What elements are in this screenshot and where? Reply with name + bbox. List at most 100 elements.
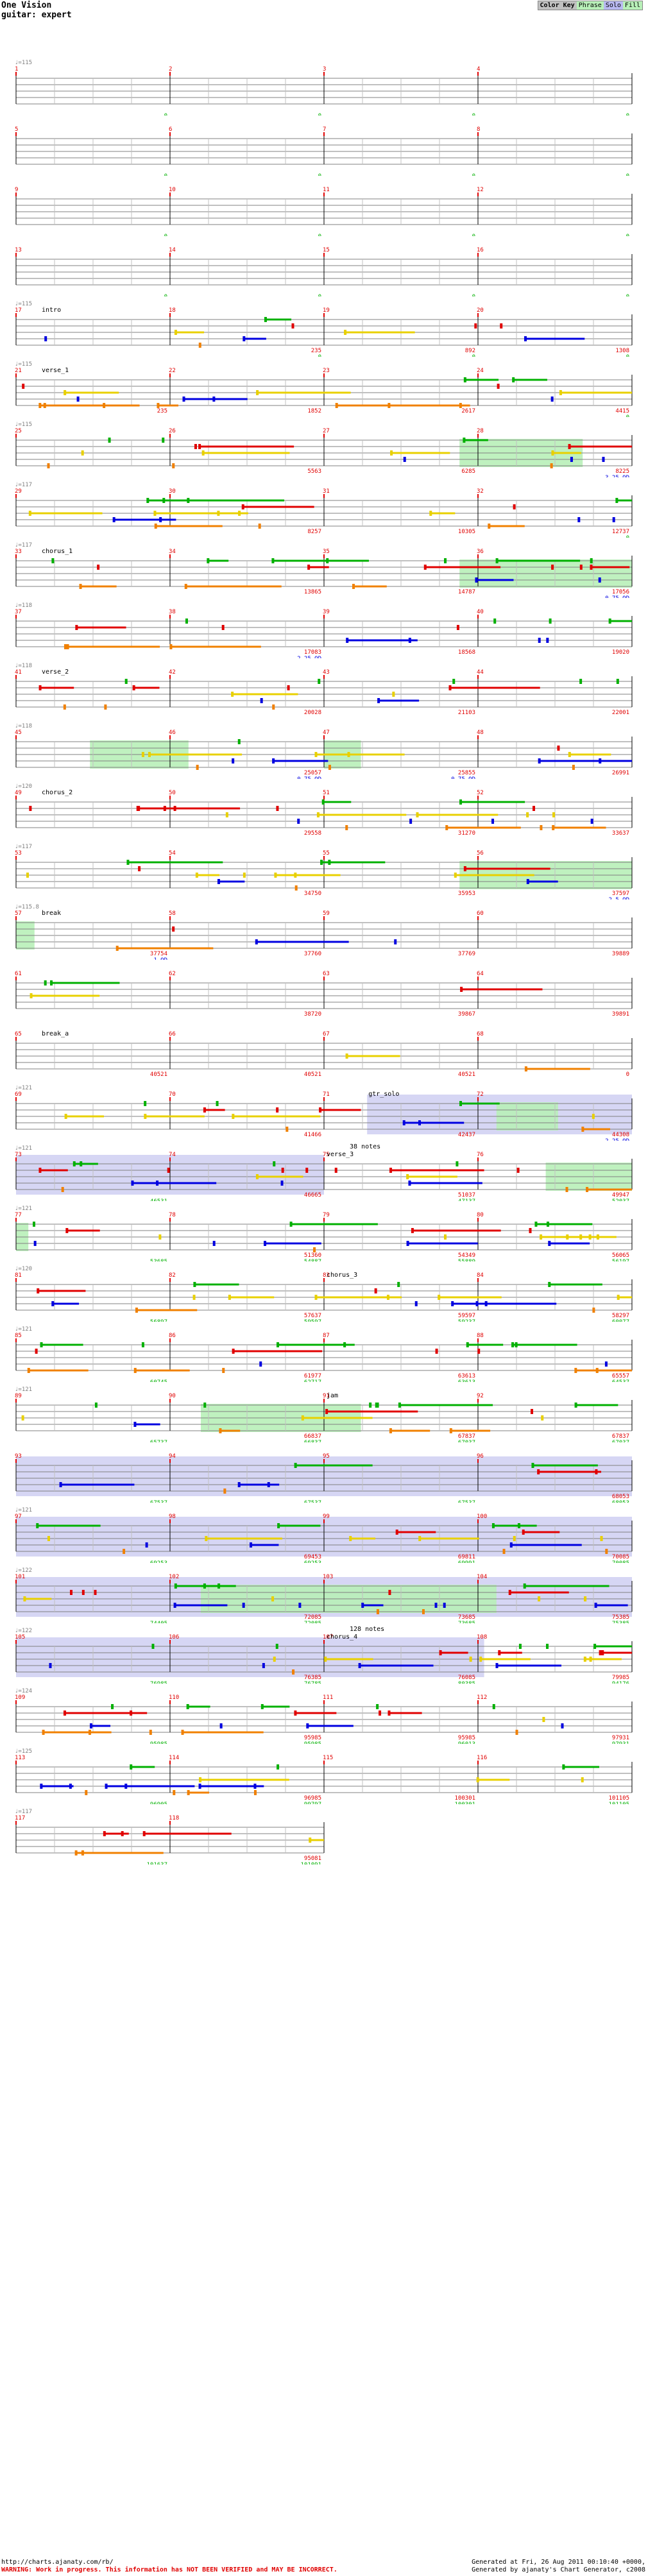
note-gem [459,799,462,805]
note-gem [243,873,246,878]
note-sustain [220,1429,241,1432]
note-gem [124,679,128,684]
note-gem [258,524,261,529]
measure-score: 66837 [304,1433,321,1440]
tempo-marker: ♩=117 [15,482,32,488]
measure-number: 78 [169,1212,176,1218]
note-sustain [24,1598,52,1600]
note-gem [273,1161,276,1166]
note-sustain [44,404,90,407]
note-gem [276,806,279,811]
note-sustain [390,1429,431,1432]
measure-number: 118 [169,1815,179,1821]
measure-number: 80 [477,1212,484,1218]
chart-row-svg: 333413865351478736170560.75 OD♩=117choru… [15,542,633,602]
measure-score: 12737 [612,529,629,535]
chart-row: 50607080 [0,105,648,180]
note-sustain [560,391,632,394]
measure-number: 97 [15,1514,22,1520]
measure-number: 77 [15,1212,22,1218]
measure-score: 235 [157,408,167,414]
note-gem [409,819,413,824]
measure-score: 61977 [304,1373,321,1379]
measure-number: 112 [477,1694,487,1701]
tempo-marker: ♩=115 [15,301,32,307]
note-gem [590,819,593,824]
measure-score: 26991 [612,770,629,776]
note-sustain [144,1832,232,1835]
note-gem [581,1127,584,1132]
measure-number: 53 [15,850,22,857]
measure-score: 6285 [461,468,475,475]
tempo-marker: ♩=120 [15,1266,32,1272]
measure-number: 25 [15,428,22,434]
measure-number: 22 [169,368,176,374]
measure-score: 22001 [612,710,629,716]
measure-score: 54349 [458,1252,475,1259]
note-sustain [128,861,223,864]
measure-number: 75 [323,1152,330,1158]
measure-score: 29558 [304,830,321,837]
measure-score: 49947 [612,1192,629,1198]
note-gem [243,336,246,341]
section-label: chorus_1 [42,548,72,555]
tempo-marker: ♩=115 [15,361,32,368]
measure-number: 63 [323,971,330,977]
note-sustain [262,1705,290,1708]
note-sustain [525,337,585,340]
note-gem [388,403,391,408]
note-gem [454,873,457,878]
tempo-marker: ♩=124 [15,1688,32,1694]
chart-row-svg: 130140150160 [15,247,633,300]
note-gem [314,1295,318,1300]
measure-score: 75385 [612,1614,629,1621]
note-gem [255,1174,259,1179]
note-sustain [41,1343,83,1346]
note-sustain [67,1229,100,1232]
tempo-marker: ♩=115 [15,60,32,66]
measure-number: 17 [15,307,22,314]
measure-number: 91 [323,1393,330,1399]
measure-score: 95985 [304,1735,321,1741]
measure-number: 32 [477,488,484,495]
note-gem [219,1428,222,1433]
note-gem [203,1403,207,1408]
note-sustain [553,826,606,829]
measure-number: 103 [323,1574,333,1580]
note-gem [408,638,411,643]
measure-number: 35 [323,549,330,555]
note-gem [174,330,177,335]
section-label: gtr_solo [368,1091,399,1098]
note-gem [271,558,275,563]
measure-score: 39891 [612,1011,629,1018]
measure-score: 70085 [612,1554,629,1560]
note-gem [318,679,321,684]
note-sustain [464,439,488,441]
note-sustain [316,1296,402,1299]
note-sustain [40,1169,68,1172]
note-gem [406,1241,409,1246]
site-url[interactable]: http://charts.ajanaty.com/rb/ [1,2559,114,2566]
measure-score: 57637 [304,1313,321,1319]
measure-number: 39 [323,609,330,615]
note-gem [74,1850,78,1855]
note-gem [443,1603,446,1608]
note-sustain [465,379,499,381]
note-gem [491,819,495,824]
note-gem [477,1349,481,1354]
note-gem [207,558,210,563]
measure-number: 83 [323,1272,330,1279]
note-gem [64,390,67,395]
note-gem [335,403,338,408]
note-sustain [552,452,581,454]
note-gem [598,577,601,583]
note-gem [198,444,201,449]
note-sustain [183,398,248,400]
measure-number: 58 [169,910,176,917]
note-gem [94,1590,97,1595]
note-gem [408,1181,411,1186]
note-gem [321,799,325,805]
note-gem [38,685,42,690]
